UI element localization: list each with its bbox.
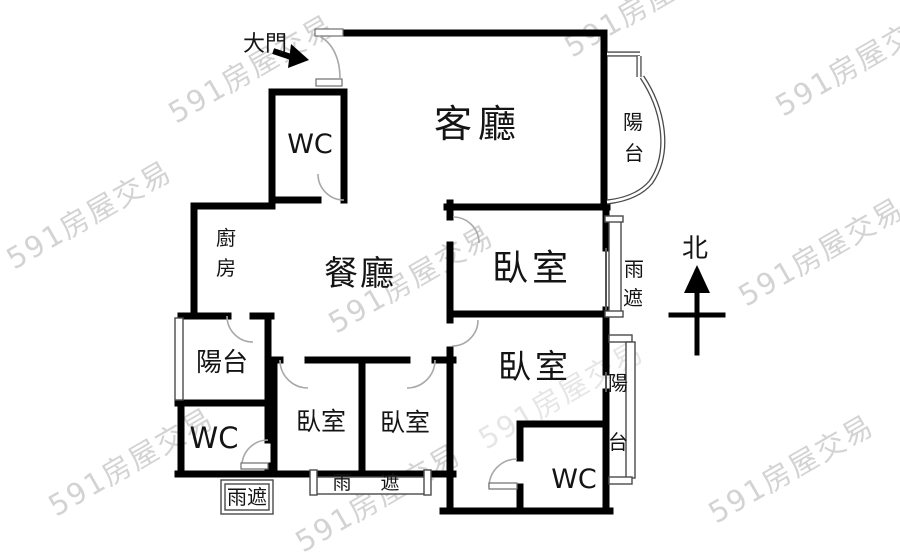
watermark-text: 591房屋交易 — [43, 401, 221, 523]
room-label-balcony-lower-right-char1: 陽 — [608, 371, 628, 395]
door-arc-wc-left — [241, 439, 269, 467]
room-label-dining: 餐廳 — [324, 254, 396, 294]
room-labels: 大門 客廳 餐廳 臥室 臥室 臥室 臥室 WC WC WC 陽台 廚 房 陽 台… — [190, 32, 644, 509]
door-arc-wc-entry — [317, 173, 345, 201]
balcony-railing-top-right-core — [606, 52, 664, 204]
north-label: 北 — [682, 234, 708, 264]
north-compass: 北 — [668, 234, 726, 356]
door-arc-bedroom-master — [451, 319, 479, 347]
balcony-railing-left — [174, 317, 184, 401]
rain-cover-left-label: 雨遮 — [227, 485, 267, 509]
watermark-text: 591房屋交易 — [733, 191, 900, 313]
rain-cover-center-char2: 遮 — [380, 472, 399, 494]
balcony-railing-lower-right-cap-bottom — [608, 476, 633, 485]
entrance-arrow-head — [288, 44, 309, 68]
door-leaf-wc-master — [488, 482, 518, 490]
rain-cover-box-left-inner — [224, 483, 270, 511]
rain-cover-right-char1: 雨 — [624, 257, 644, 281]
room-label-balcony-left: 陽台 — [196, 348, 248, 378]
door-arc-bedroom-mid — [452, 216, 480, 244]
watermark-text: 591房屋交易 — [1, 154, 179, 276]
entry-door-leaf-top — [314, 28, 344, 37]
room-label-balcony-top-right-char2: 台 — [624, 141, 644, 165]
watermark-text: 591房屋交易 — [163, 8, 341, 130]
doors — [226, 28, 518, 490]
balcony-railing-lower-right-cap-top — [608, 334, 633, 343]
wall-master-wc — [516, 420, 610, 515]
room-label-bedroom-mid: 臥室 — [492, 248, 572, 289]
rain-cover-box-center — [311, 476, 431, 495]
door-arc-balcony-left — [226, 315, 254, 343]
watermark-text: 591房屋交易 — [290, 437, 468, 555]
room-label-living: 客廳 — [434, 102, 522, 146]
door-leaf-wc-left — [240, 462, 269, 470]
room-label-balcony-lower-right-char2: 台 — [608, 430, 628, 454]
railings — [174, 51, 666, 515]
rain-cover-box-right — [608, 220, 622, 314]
rain-cover-center-char1: 雨 — [332, 472, 351, 494]
rain-cover-center-cap-left — [309, 469, 318, 496]
room-label-kitchen-char2: 房 — [216, 256, 236, 280]
watermark-text: 591房屋交易 — [770, 1, 900, 123]
room-label-balcony-top-right-char1: 陽 — [623, 110, 643, 134]
room-label-wc-entry: WC — [287, 129, 333, 160]
wall-wc-entry — [268, 88, 348, 210]
room-label-wc-master: WC — [551, 464, 597, 495]
room-label-entrance: 大門 — [243, 32, 287, 57]
door-arc-bedroom-small-left — [279, 359, 309, 389]
room-label-bedroom-master: 臥室 — [498, 347, 572, 386]
rain-cover-center-cap-right — [423, 469, 432, 496]
room-label-wc-left: WC — [190, 421, 239, 455]
rain-cover-right-cap-top — [604, 215, 624, 223]
room-label-bedroom-small-left: 臥室 — [296, 407, 346, 436]
room-label-kitchen-char1: 廚 — [216, 226, 236, 250]
watermark-text: 591房屋交易 — [703, 408, 881, 530]
north-arrow-head — [684, 265, 710, 293]
door-arc-bedroom-small-right — [406, 359, 436, 389]
rain-cover-right-char2: 遮 — [623, 286, 643, 310]
entry-door-arc — [318, 35, 341, 79]
entry-door-leaf-bottom — [315, 78, 343, 87]
balcony-railing-lower-right — [625, 341, 636, 479]
rain-cover-right-cap-bottom — [604, 310, 624, 318]
entrance-arrow — [272, 44, 309, 68]
room-label-bedroom-small-right: 臥室 — [380, 408, 430, 437]
wall-kitchen — [190, 202, 276, 320]
